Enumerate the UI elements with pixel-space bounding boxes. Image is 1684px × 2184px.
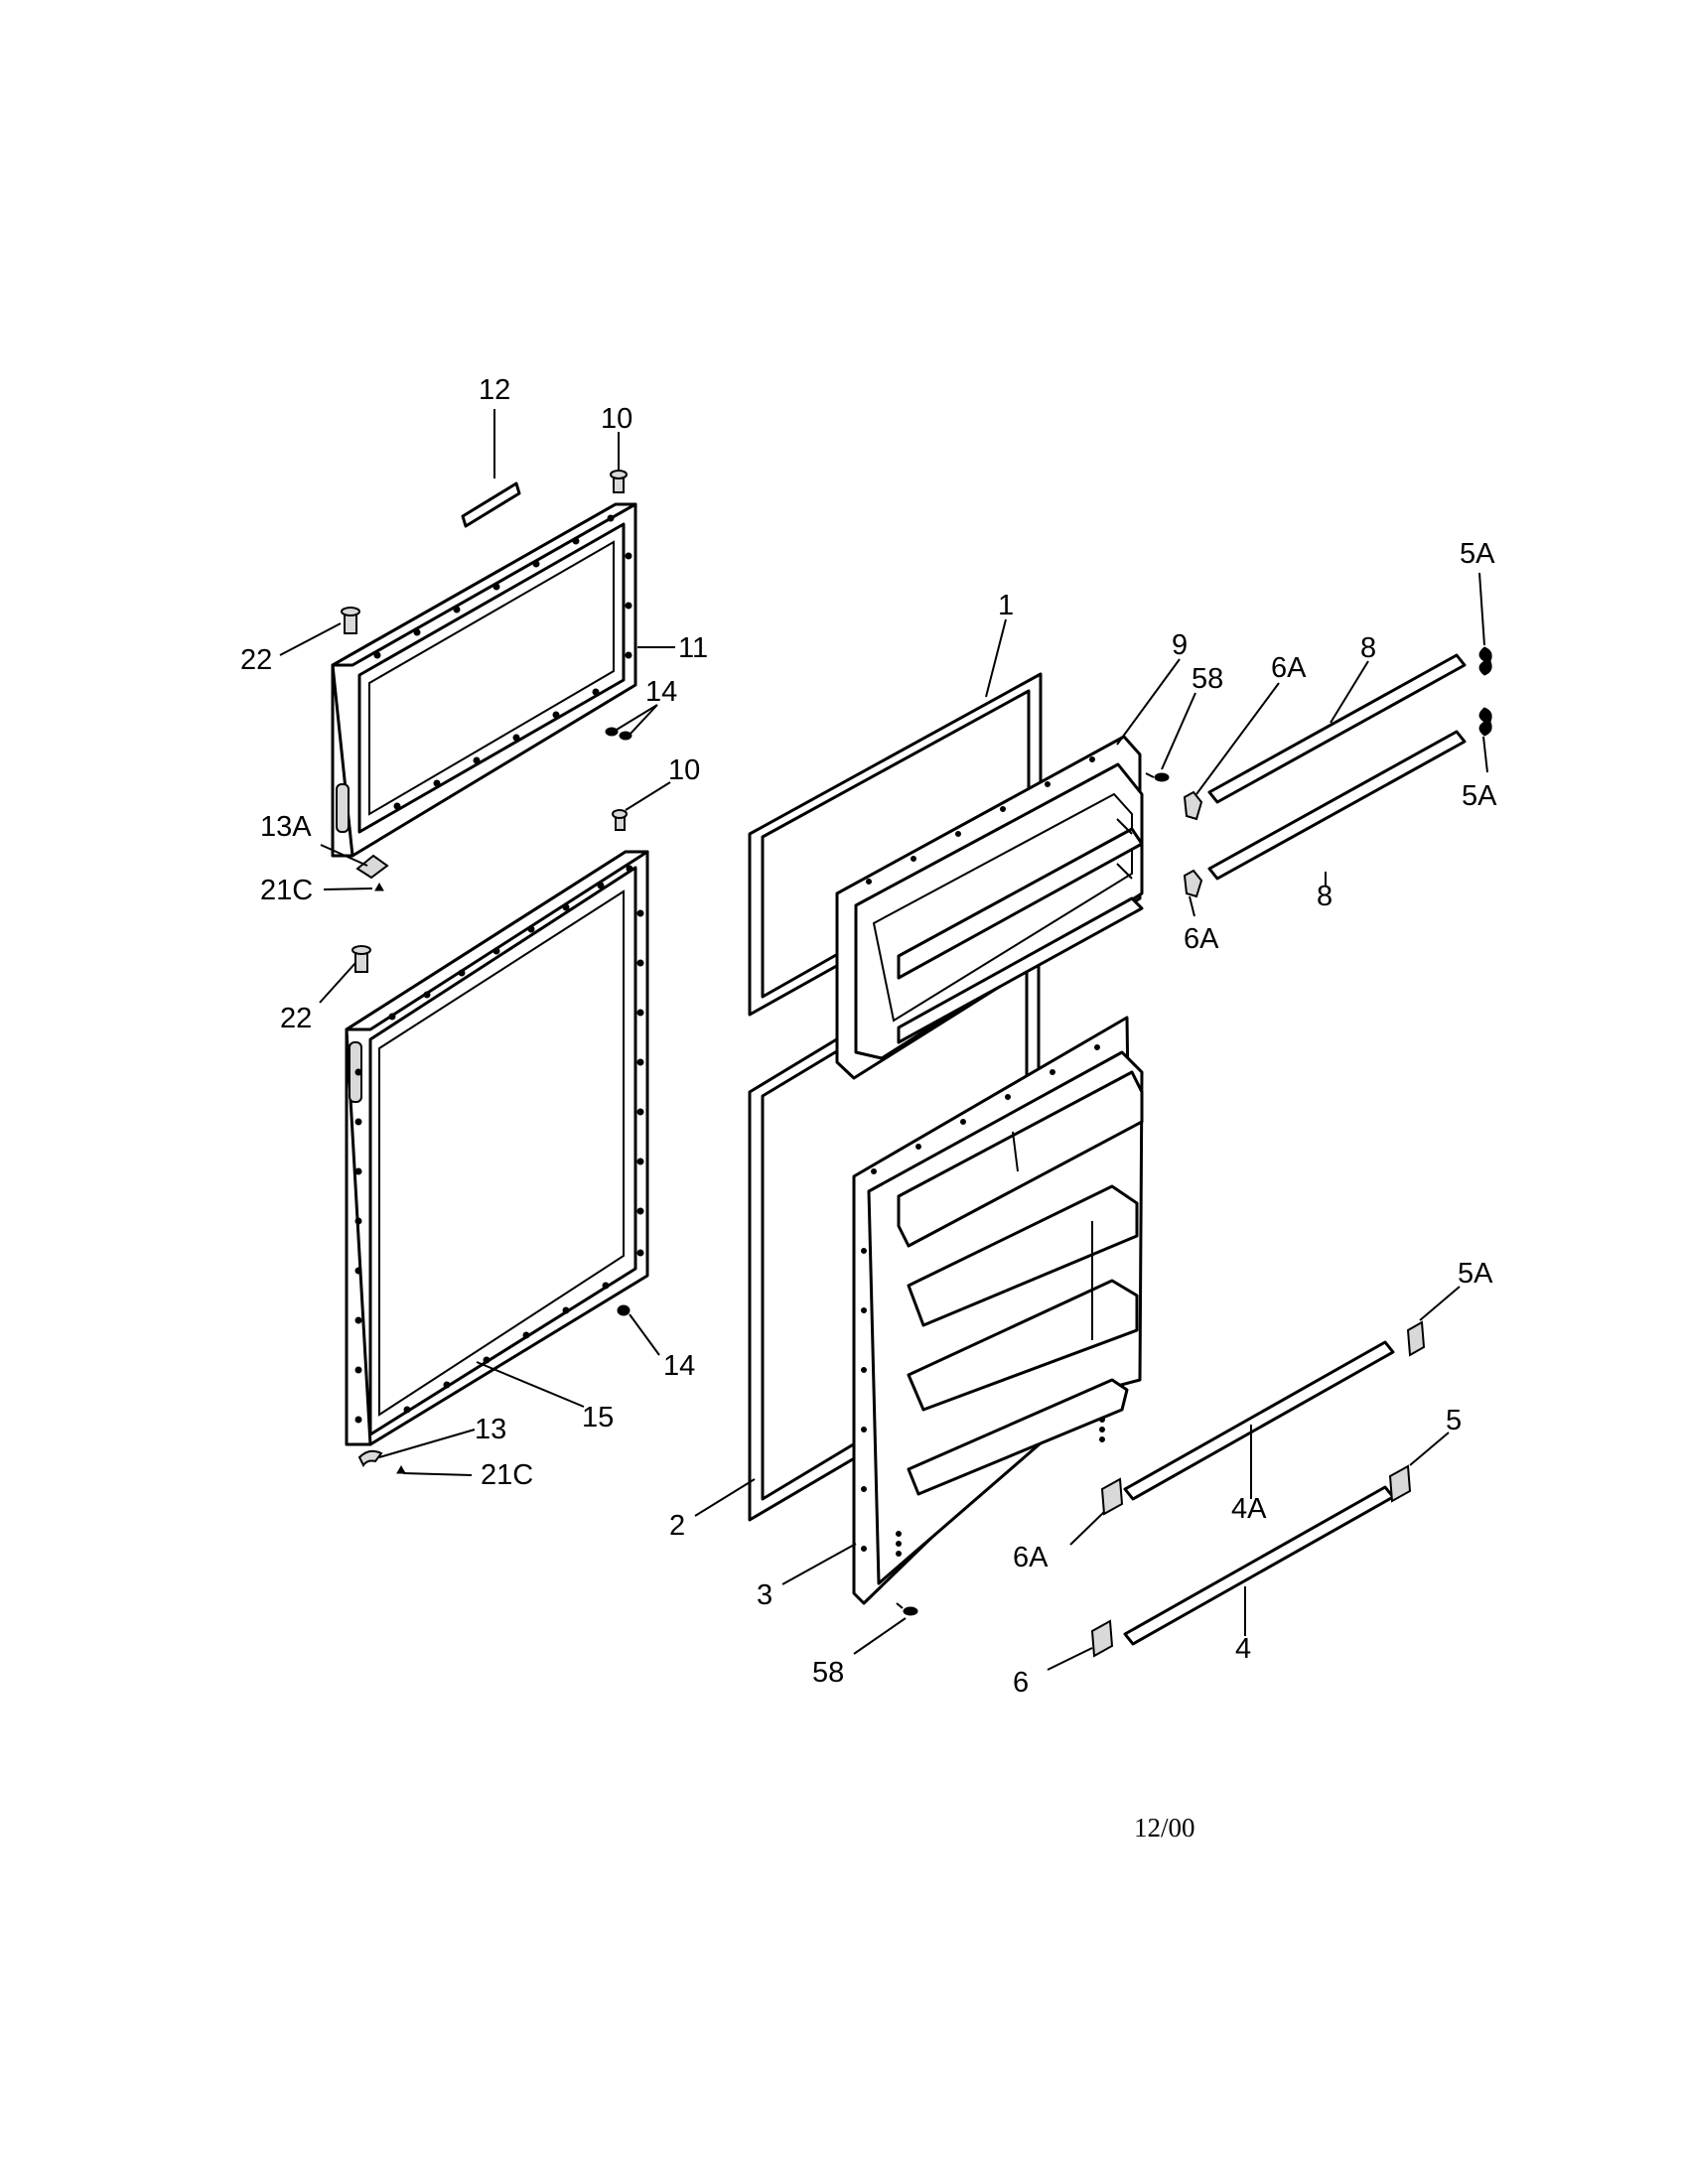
callout-8: 8 bbox=[1317, 881, 1333, 912]
callout-21c: 21C bbox=[481, 1459, 533, 1491]
hinge-bracket-13 bbox=[357, 1449, 406, 1474]
callout-12: 12 bbox=[479, 374, 510, 406]
hinge-pin-lower bbox=[351, 945, 371, 973]
callout-13a: 13A bbox=[260, 811, 312, 843]
leader-lines bbox=[279, 409, 1488, 1671]
callout-10: 10 bbox=[601, 403, 632, 435]
top-screw-upper bbox=[610, 470, 628, 493]
screw-58-lower bbox=[896, 1602, 918, 1616]
callout-8: 8 bbox=[1360, 632, 1376, 664]
top-screw-lower bbox=[612, 809, 628, 831]
callout-5: 5 bbox=[1446, 1405, 1462, 1436]
callout-5a: 5A bbox=[1460, 538, 1495, 570]
callout-1: 1 bbox=[998, 590, 1014, 621]
callout-58: 58 bbox=[1192, 663, 1223, 695]
hinge-bracket-13a bbox=[355, 854, 389, 891]
fresh-food-door-liner bbox=[852, 1016, 1144, 1605]
callout-22: 22 bbox=[280, 1003, 312, 1034]
callout-10: 10 bbox=[668, 754, 700, 786]
rail-end-caps-5a bbox=[1478, 646, 1492, 737]
callout-labels: 12 10 22 11 14 13A 21C 10 22 14 15 13 21… bbox=[240, 374, 1497, 1699]
rail-end-caps-6a bbox=[1183, 790, 1203, 898]
hinge-pin-upper bbox=[341, 607, 360, 634]
callout-13: 13 bbox=[475, 1414, 506, 1445]
callout-5a: 5A bbox=[1458, 1258, 1493, 1290]
screw-58-upper bbox=[1145, 772, 1170, 782]
callout-4a: 4A bbox=[1231, 1493, 1267, 1525]
upper-trim-rail bbox=[1207, 653, 1467, 881]
callout-3: 3 bbox=[757, 1579, 772, 1611]
freezer-outer-door bbox=[331, 502, 637, 858]
callout-5a: 5A bbox=[1462, 780, 1497, 812]
fresh-food-outer-door bbox=[345, 850, 649, 1446]
callout-21c: 21C bbox=[260, 875, 313, 906]
callout-14: 14 bbox=[645, 676, 677, 708]
lower-trim-rail-4a bbox=[1123, 1340, 1395, 1501]
trim-strip-part bbox=[461, 481, 521, 528]
callout-6a: 6A bbox=[1013, 1542, 1049, 1573]
bumpers-upper bbox=[605, 727, 632, 741]
callout-6a: 6A bbox=[1184, 923, 1219, 955]
callout-22: 22 bbox=[240, 644, 272, 676]
callout-14: 14 bbox=[663, 1350, 695, 1382]
callout-6a: 6A bbox=[1271, 652, 1307, 684]
callout-15: 15 bbox=[582, 1402, 614, 1433]
bumper-lower bbox=[617, 1304, 631, 1316]
rail-end-caps-lower bbox=[1090, 1320, 1426, 1658]
callout-4: 4 bbox=[1235, 1633, 1251, 1665]
callout-2: 2 bbox=[669, 1510, 685, 1542]
callout-11: 11 bbox=[678, 632, 708, 664]
date-code: 12/00 bbox=[1134, 1813, 1195, 1843]
callout-6: 6 bbox=[1013, 1667, 1029, 1699]
callout-9: 9 bbox=[1172, 629, 1188, 661]
callout-58: 58 bbox=[812, 1657, 844, 1689]
